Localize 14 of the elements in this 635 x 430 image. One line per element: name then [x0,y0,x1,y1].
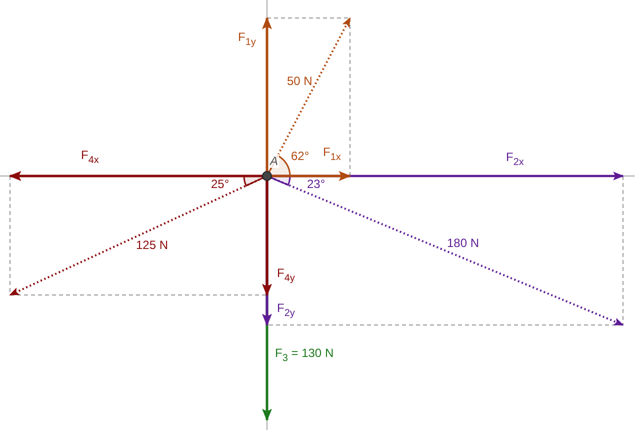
angle-label: 62° [291,149,310,163]
point-label: A [269,154,280,168]
force-label: F$_{4y}$ [277,266,295,286]
force-label: F$_{1y}$ [238,30,256,50]
force-label: F$_{2x}$ [506,150,524,170]
force-label: F$_{3}$ = 130 N [275,346,334,366]
force-label: F$_{4x}$ [81,148,99,168]
magnitude-label: 50 N [287,74,312,88]
magnitude-label: 125 N [136,238,168,252]
angle-label: 25° [211,177,230,191]
force-label: F$_{2y}$ [277,301,295,321]
angle-label: 23° [307,177,326,191]
magnitude-label: 180 N [447,236,480,250]
force-label: F$_{1x}$ [323,145,341,165]
